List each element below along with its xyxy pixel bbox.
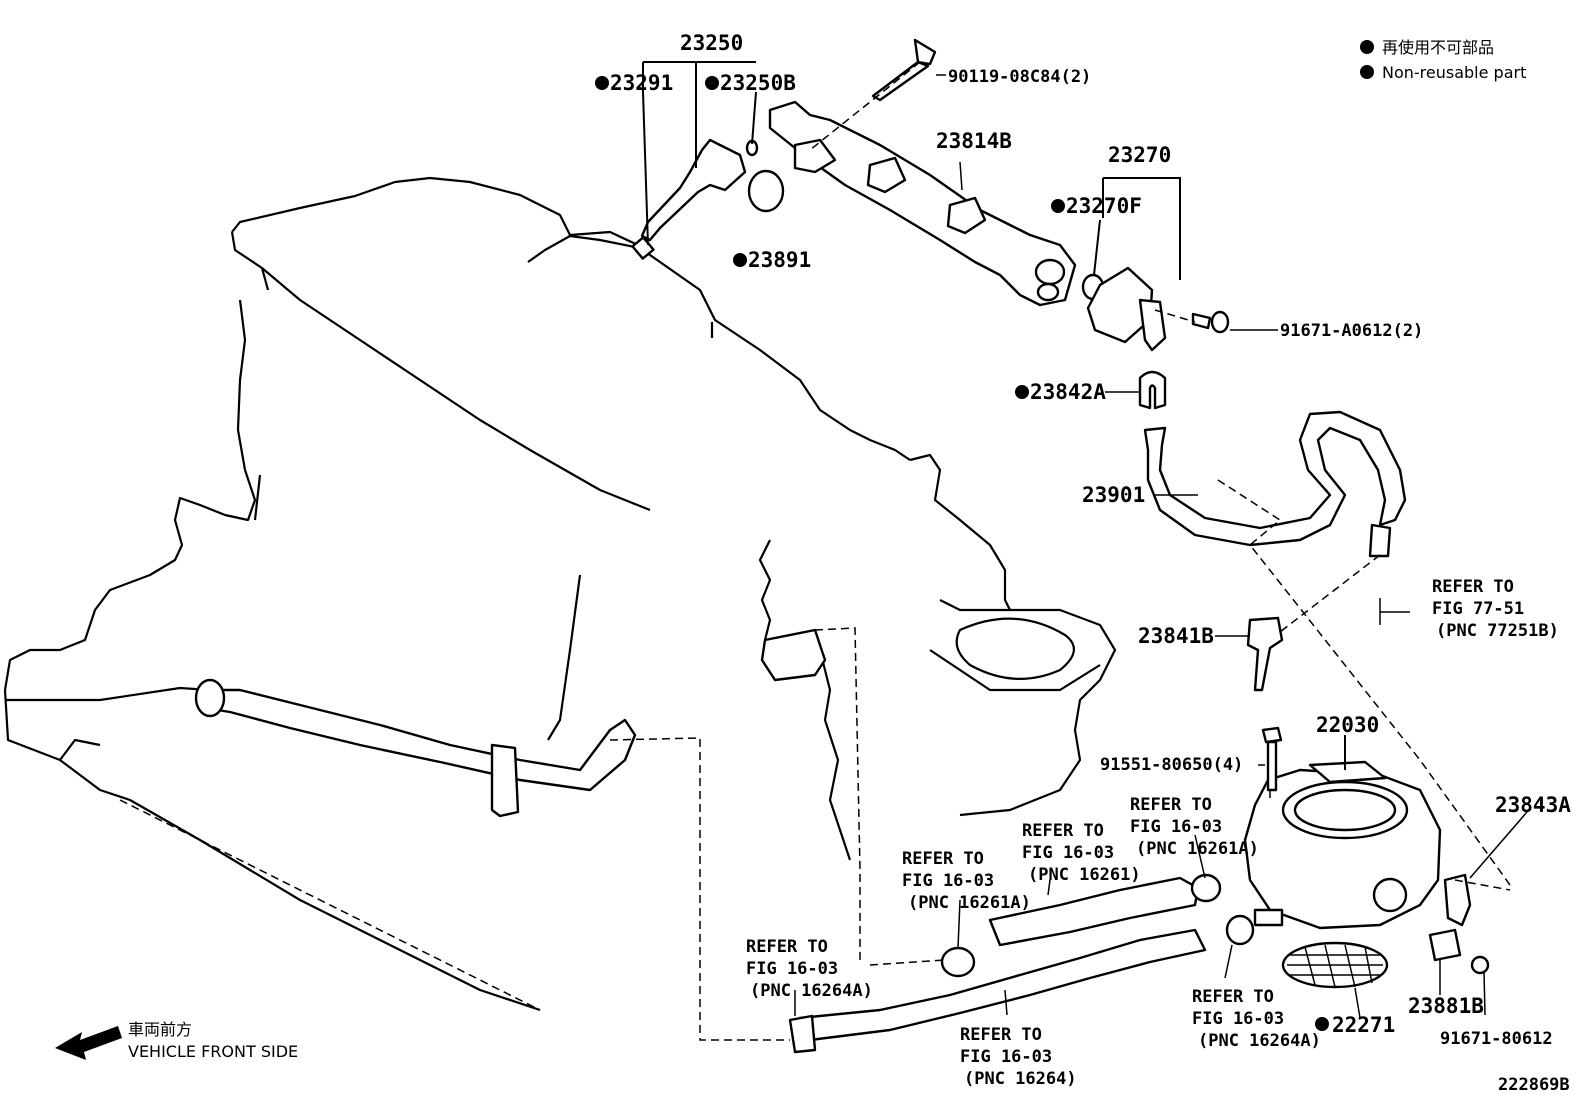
ref-16261A-top: REFER TO FIG 16-03 (PNC 16261A) — [1130, 795, 1259, 859]
front-arrow-icon — [55, 1026, 122, 1060]
svg-text:FIG 16-03: FIG 16-03 — [746, 959, 838, 979]
part-labels: 23250 23291 23250B 90119-08C84(2) 23814B… — [610, 31, 1571, 1049]
coolant-pipe — [194, 628, 827, 818]
dashed-lines — [119, 61, 1511, 1041]
ref-16261: REFER TO FIG 16-03 (PNC 16261) — [1022, 821, 1141, 885]
label-91671-80612: 91671-80612 — [1440, 1029, 1553, 1049]
svg-text:REFER TO: REFER TO — [902, 849, 984, 869]
sensor-parts — [1428, 873, 1490, 975]
label-23891: 23891 — [748, 248, 811, 272]
fuel-rail — [768, 100, 1077, 307]
retainer-23842A — [1138, 370, 1167, 410]
legend-dot-jp — [1360, 40, 1374, 54]
dot-22271 — [1315, 1017, 1329, 1031]
svg-text:(PNC 16261A): (PNC 16261A) — [1136, 839, 1259, 859]
fuel-injector — [631, 138, 785, 260]
svg-text:(PNC 16264): (PNC 16264) — [964, 1069, 1077, 1089]
svg-text:FIG 16-03: FIG 16-03 — [1192, 1009, 1284, 1029]
gasket-22271 — [1281, 941, 1389, 989]
label-23842A: 23842A — [1030, 380, 1106, 404]
svg-text:FIG 16-03: FIG 16-03 — [902, 871, 994, 891]
figure-id: 222869B — [1498, 1075, 1570, 1095]
bolt-90119 — [871, 38, 937, 102]
label-23270: 23270 — [1108, 143, 1171, 167]
ref-16264A-right: REFER TO FIG 16-03 (PNC 16264A) — [1192, 987, 1321, 1051]
fuel-hose — [1143, 410, 1407, 558]
label-23841B: 23841B — [1138, 624, 1214, 648]
legend: 再使用不可部品 Non-reusable part — [1382, 38, 1526, 82]
label-22271: 22271 — [1332, 1013, 1395, 1037]
throttle-body — [1243, 726, 1442, 930]
ref-16264A-left: REFER TO FIG 16-03 (PNC 16264A) — [746, 937, 873, 1001]
clip-23841B — [1246, 616, 1284, 692]
svg-text:FIG 16-03: FIG 16-03 — [1022, 843, 1114, 863]
label-23250: 23250 — [680, 31, 743, 55]
legend-jp: 再使用不可部品 — [1382, 38, 1494, 57]
svg-text:FIG 77-51: FIG 77-51 — [1432, 599, 1524, 619]
svg-text:FIG 16-03: FIG 16-03 — [1130, 817, 1222, 837]
pressure-regulator — [1081, 266, 1230, 352]
water-hoses — [788, 873, 1255, 1054]
svg-text:FIG 16-03: FIG 16-03 — [960, 1047, 1052, 1067]
dot-23270F — [1051, 199, 1065, 213]
svg-text:(PNC 16264A): (PNC 16264A) — [1198, 1031, 1321, 1051]
ref-16264: REFER TO FIG 16-03 (PNC 16264) — [960, 1025, 1077, 1089]
dot-23250B — [705, 76, 719, 90]
ref-16261A-left: REFER TO FIG 16-03 (PNC 16261A) — [902, 849, 1031, 913]
label-23814B: 23814B — [936, 129, 1012, 153]
front-label-en: VEHICLE FRONT SIDE — [128, 1042, 298, 1061]
svg-text:(PNC 77251B): (PNC 77251B) — [1436, 621, 1559, 641]
svg-text:REFER TO: REFER TO — [1192, 987, 1274, 1007]
engine-outline — [3, 176, 1117, 1012]
svg-text:(PNC 16264A): (PNC 16264A) — [750, 981, 873, 1001]
label-23291: 23291 — [610, 71, 673, 95]
leader-lines — [642, 61, 1528, 1019]
svg-text:REFER TO: REFER TO — [1432, 577, 1514, 597]
svg-text:REFER TO: REFER TO — [1130, 795, 1212, 815]
dot-23291 — [595, 76, 609, 90]
label-23881B: 23881B — [1408, 994, 1484, 1018]
label-23901: 23901 — [1082, 483, 1145, 507]
legend-dot-en — [1360, 65, 1374, 79]
label-91551: 91551-80650(4) — [1100, 755, 1243, 775]
front-marker: 車両前方 VEHICLE FRONT SIDE — [55, 1020, 298, 1061]
label-91671-A0612: 91671-A0612(2) — [1280, 321, 1423, 341]
non-reusable-markers — [595, 40, 1374, 1031]
front-label-jp: 車両前方 — [128, 1020, 192, 1039]
dot-23891 — [733, 253, 747, 267]
label-23843A: 23843A — [1495, 793, 1571, 817]
label-23270F: 23270F — [1066, 194, 1142, 218]
dot-23842A — [1015, 385, 1029, 399]
svg-text:(PNC 16261A): (PNC 16261A) — [908, 893, 1031, 913]
svg-text:REFER TO: REFER TO — [746, 937, 828, 957]
svg-text:REFER TO: REFER TO — [960, 1025, 1042, 1045]
label-22030: 22030 — [1316, 713, 1379, 737]
svg-text:(PNC 16261): (PNC 16261) — [1028, 865, 1141, 885]
ref-77251: REFER TO FIG 77-51 (PNC 77251B) — [1432, 577, 1559, 641]
label-90119: 90119-08C84(2) — [948, 67, 1091, 87]
svg-text:REFER TO: REFER TO — [1022, 821, 1104, 841]
legend-en: Non-reusable part — [1382, 63, 1526, 82]
label-23250B: 23250B — [720, 71, 796, 95]
